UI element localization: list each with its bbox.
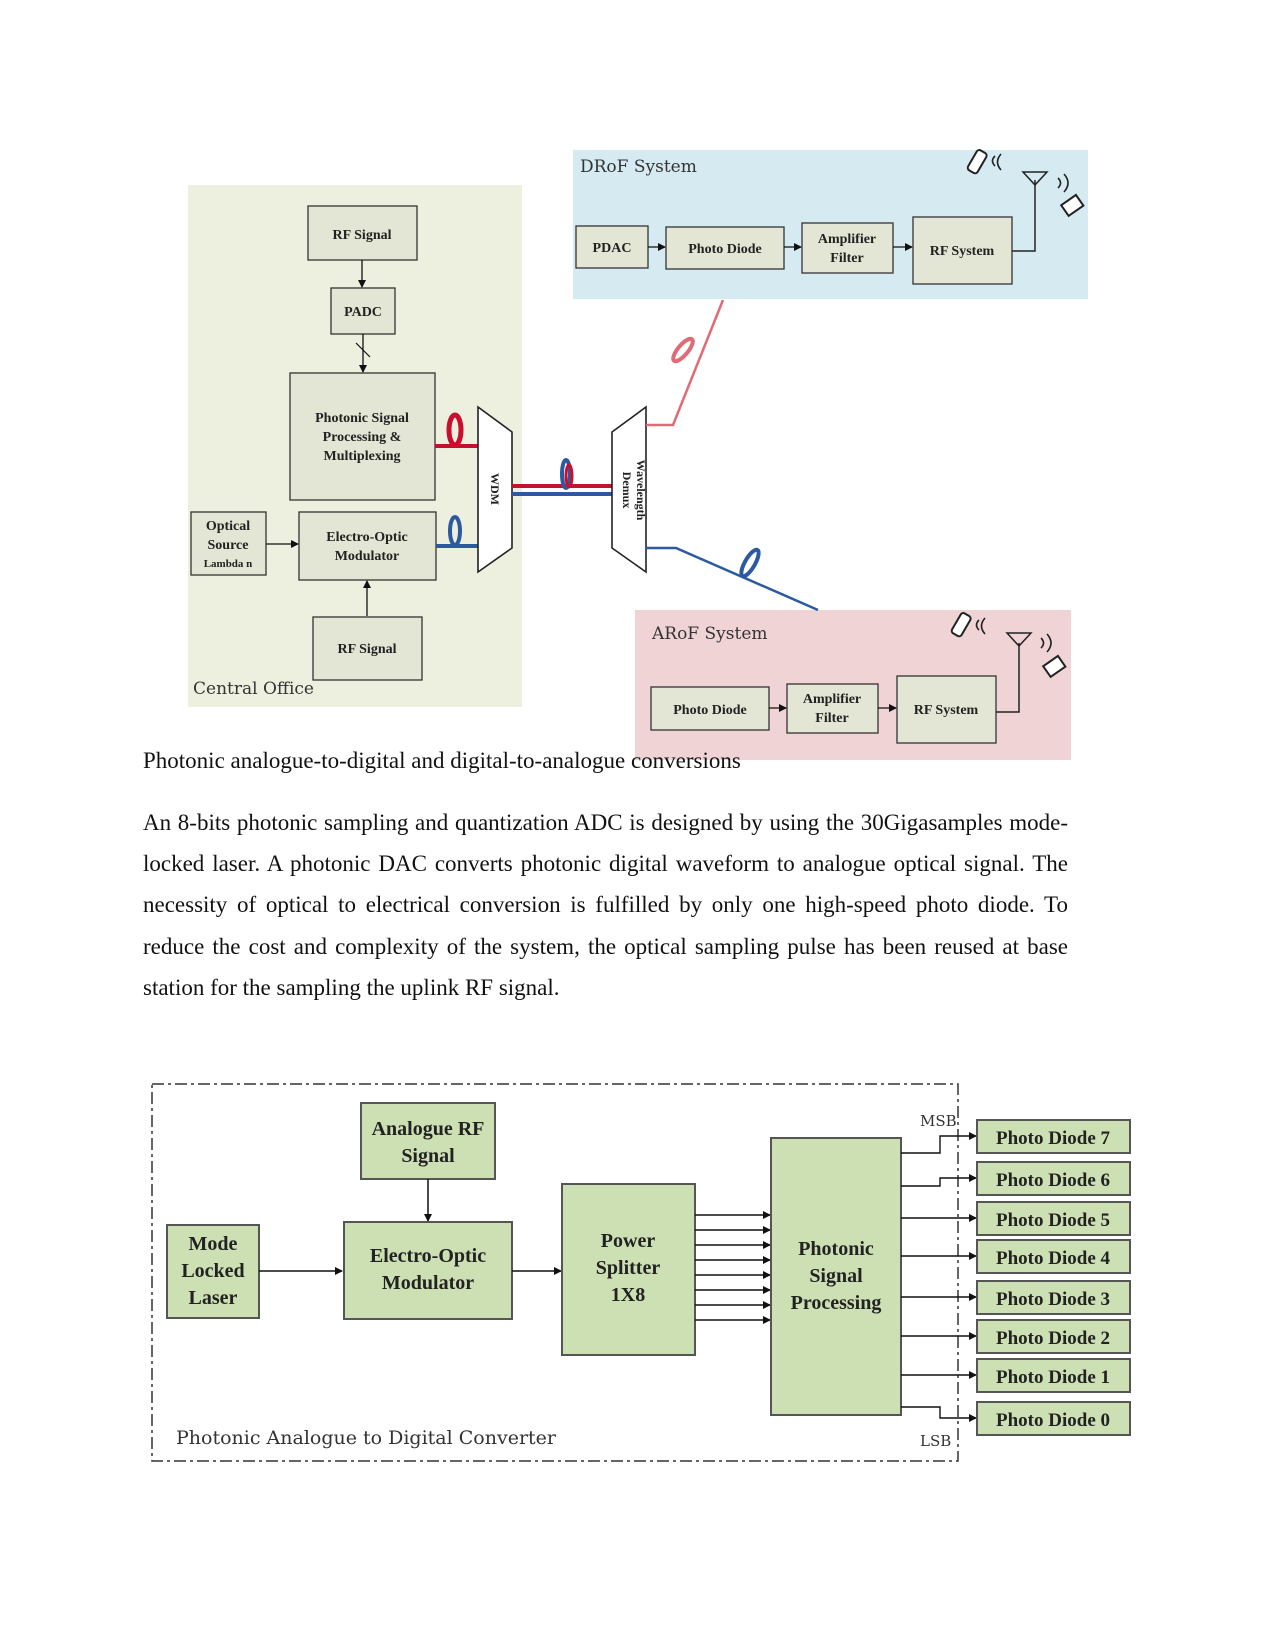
mode-locked-laser-box: Mode Locked Laser bbox=[166, 1224, 260, 1319]
analogue-rf-signal-box: Analogue RF Signal bbox=[360, 1102, 496, 1180]
svg-text:Photo Diode 5: Photo Diode 5 bbox=[996, 1210, 1110, 1231]
arof-phone-icon bbox=[950, 612, 986, 638]
svg-text:RF Signal: RF Signal bbox=[338, 642, 397, 657]
svg-text:Laser: Laser bbox=[189, 1287, 238, 1309]
svg-text:Photo Diode: Photo Diode bbox=[673, 703, 747, 718]
drof-label: DRoF System bbox=[580, 157, 697, 177]
drof-antenna-icon bbox=[1021, 171, 1049, 187]
svg-text:Electro-Optic: Electro-Optic bbox=[326, 530, 407, 545]
rf-signal-top-box: RF Signal bbox=[307, 205, 418, 261]
svg-text:Processing &: Processing & bbox=[323, 430, 402, 445]
lsb-label: LSB bbox=[920, 1432, 951, 1450]
svg-text:Source: Source bbox=[208, 538, 249, 553]
wavelength-demux-block: Wavelength Demux bbox=[611, 405, 648, 574]
blue-fiber-coil-icon bbox=[448, 515, 462, 547]
svg-text:Splitter: Splitter bbox=[596, 1257, 661, 1279]
svg-text:Photo Diode 0: Photo Diode 0 bbox=[996, 1410, 1110, 1431]
processing-outputs bbox=[901, 1132, 977, 1422]
svg-text:Photo Diode 6: Photo Diode 6 bbox=[996, 1170, 1110, 1191]
photo-diode-2-box: Photo Diode 2 bbox=[976, 1319, 1131, 1354]
svg-text:Filter: Filter bbox=[815, 711, 848, 726]
svg-text:Signal: Signal bbox=[401, 1145, 455, 1167]
svg-text:Processing: Processing bbox=[791, 1292, 882, 1314]
drof-amplifier-filter-box: Amplifier Filter bbox=[801, 222, 894, 274]
svg-text:Mode: Mode bbox=[189, 1233, 238, 1255]
photo-diode-3-box: Photo Diode 3 bbox=[976, 1280, 1131, 1315]
photo-diode-1-box: Photo Diode 1 bbox=[976, 1358, 1131, 1393]
svg-text:Wavelength: Wavelength bbox=[634, 460, 648, 521]
svg-text:Photo Diode 7: Photo Diode 7 bbox=[996, 1128, 1111, 1149]
photo-diode-6-box: Photo Diode 6 bbox=[976, 1161, 1131, 1196]
arof-rf-system-box: RF System bbox=[896, 675, 997, 744]
svg-text:Photo Diode 4: Photo Diode 4 bbox=[996, 1248, 1111, 1269]
figure-photonic-adc: Photonic Analogue to Digital Converter M… bbox=[151, 1083, 1131, 1462]
body-paragraph: An 8-bits photonic sampling and quantiza… bbox=[143, 810, 1068, 1000]
svg-text:PADC: PADC bbox=[344, 305, 382, 320]
svg-text:Amplifier: Amplifier bbox=[818, 232, 876, 247]
padc-box: PADC bbox=[330, 287, 396, 335]
svg-text:Filter: Filter bbox=[830, 251, 863, 266]
adc-dashed-frame bbox=[151, 1083, 959, 1462]
svg-text:Analogue RF: Analogue RF bbox=[372, 1118, 485, 1140]
arof-antenna-icon bbox=[1005, 632, 1033, 648]
photonic-signal-processing-box: Photonic Signal Processing & Multiplexin… bbox=[289, 372, 436, 501]
rf-signal-bottom-box: RF Signal bbox=[312, 616, 423, 681]
svg-text:RF System: RF System bbox=[914, 703, 979, 718]
combined-fiber-coil-icon bbox=[560, 458, 572, 490]
svg-text:Amplifier: Amplifier bbox=[803, 692, 861, 707]
svg-text:Photonic Signal: Photonic Signal bbox=[315, 411, 409, 426]
svg-text:WDM: WDM bbox=[488, 473, 502, 505]
svg-text:Photonic: Photonic bbox=[798, 1238, 874, 1260]
arof-amplifier-filter-box: Amplifier Filter bbox=[786, 683, 879, 734]
splitter-outputs bbox=[695, 1211, 771, 1324]
msb-label: MSB bbox=[920, 1112, 957, 1130]
svg-text:Lambda n: Lambda n bbox=[204, 558, 253, 570]
svg-text:Signal: Signal bbox=[809, 1265, 863, 1287]
svg-text:Locked: Locked bbox=[181, 1260, 244, 1282]
wdm-block: WDM bbox=[477, 405, 513, 574]
photo-diode-5-box: Photo Diode 5 bbox=[976, 1201, 1131, 1236]
photo-diode-0-box: Photo Diode 0 bbox=[976, 1401, 1131, 1436]
svg-text:Photo Diode 3: Photo Diode 3 bbox=[996, 1289, 1110, 1310]
arof-label: ARoF System bbox=[651, 624, 768, 644]
drof-laptop-icon bbox=[1057, 173, 1085, 218]
eo-modulator-box: Electro-Optic Modulator bbox=[298, 511, 437, 581]
arof-photo-diode-box: Photo Diode bbox=[650, 686, 770, 731]
photo-diode-4-box: Photo Diode 4 bbox=[976, 1239, 1131, 1274]
svg-text:Photo Diode 1: Photo Diode 1 bbox=[996, 1367, 1110, 1388]
svg-text:RF System: RF System bbox=[930, 244, 995, 259]
drof-fiber bbox=[646, 299, 725, 427]
eo-modulator-adc-box: Electro-Optic Modulator bbox=[343, 1221, 513, 1320]
svg-text:RF Signal: RF Signal bbox=[333, 228, 392, 243]
drof-pdac-box: PDAC bbox=[575, 225, 649, 269]
figure-caption: Photonic analogue-to-digital and digital… bbox=[143, 748, 741, 773]
central-office-label: Central Office bbox=[193, 679, 314, 699]
svg-text:Power: Power bbox=[601, 1230, 656, 1252]
power-splitter-box: Power Splitter 1X8 bbox=[561, 1183, 696, 1356]
svg-text:Modulator: Modulator bbox=[335, 549, 400, 564]
svg-text:Photo Diode 2: Photo Diode 2 bbox=[996, 1328, 1110, 1349]
svg-text:Multiplexing: Multiplexing bbox=[323, 449, 400, 464]
arof-laptop-icon bbox=[1040, 633, 1067, 679]
drof-rf-system-box: RF System bbox=[912, 216, 1013, 285]
figure-rof-architecture: Central Office DRoF System ARoF System R… bbox=[188, 149, 1088, 760]
drof-phone-icon bbox=[966, 149, 1002, 175]
photonic-signal-processing-adc-box: Photonic Signal Processing bbox=[770, 1137, 902, 1416]
svg-text:Electro-Optic: Electro-Optic bbox=[370, 1245, 486, 1267]
drof-photo-diode-box: Photo Diode bbox=[665, 226, 785, 270]
svg-text:PDAC: PDAC bbox=[593, 241, 632, 256]
red-fiber-coil-icon bbox=[446, 412, 464, 448]
svg-text:1X8: 1X8 bbox=[611, 1284, 645, 1306]
svg-text:Modulator: Modulator bbox=[382, 1272, 474, 1294]
arof-fiber bbox=[646, 546, 819, 612]
optical-source-box: Optical Source Lambda n bbox=[190, 511, 267, 576]
svg-text:Optical: Optical bbox=[206, 519, 250, 534]
photo-diode-7-box: Photo Diode 7 bbox=[976, 1119, 1131, 1154]
adc-frame-label: Photonic Analogue to Digital Converter bbox=[176, 1427, 557, 1449]
svg-text:Photo Diode: Photo Diode bbox=[688, 242, 762, 257]
svg-text:Demux: Demux bbox=[620, 472, 634, 509]
